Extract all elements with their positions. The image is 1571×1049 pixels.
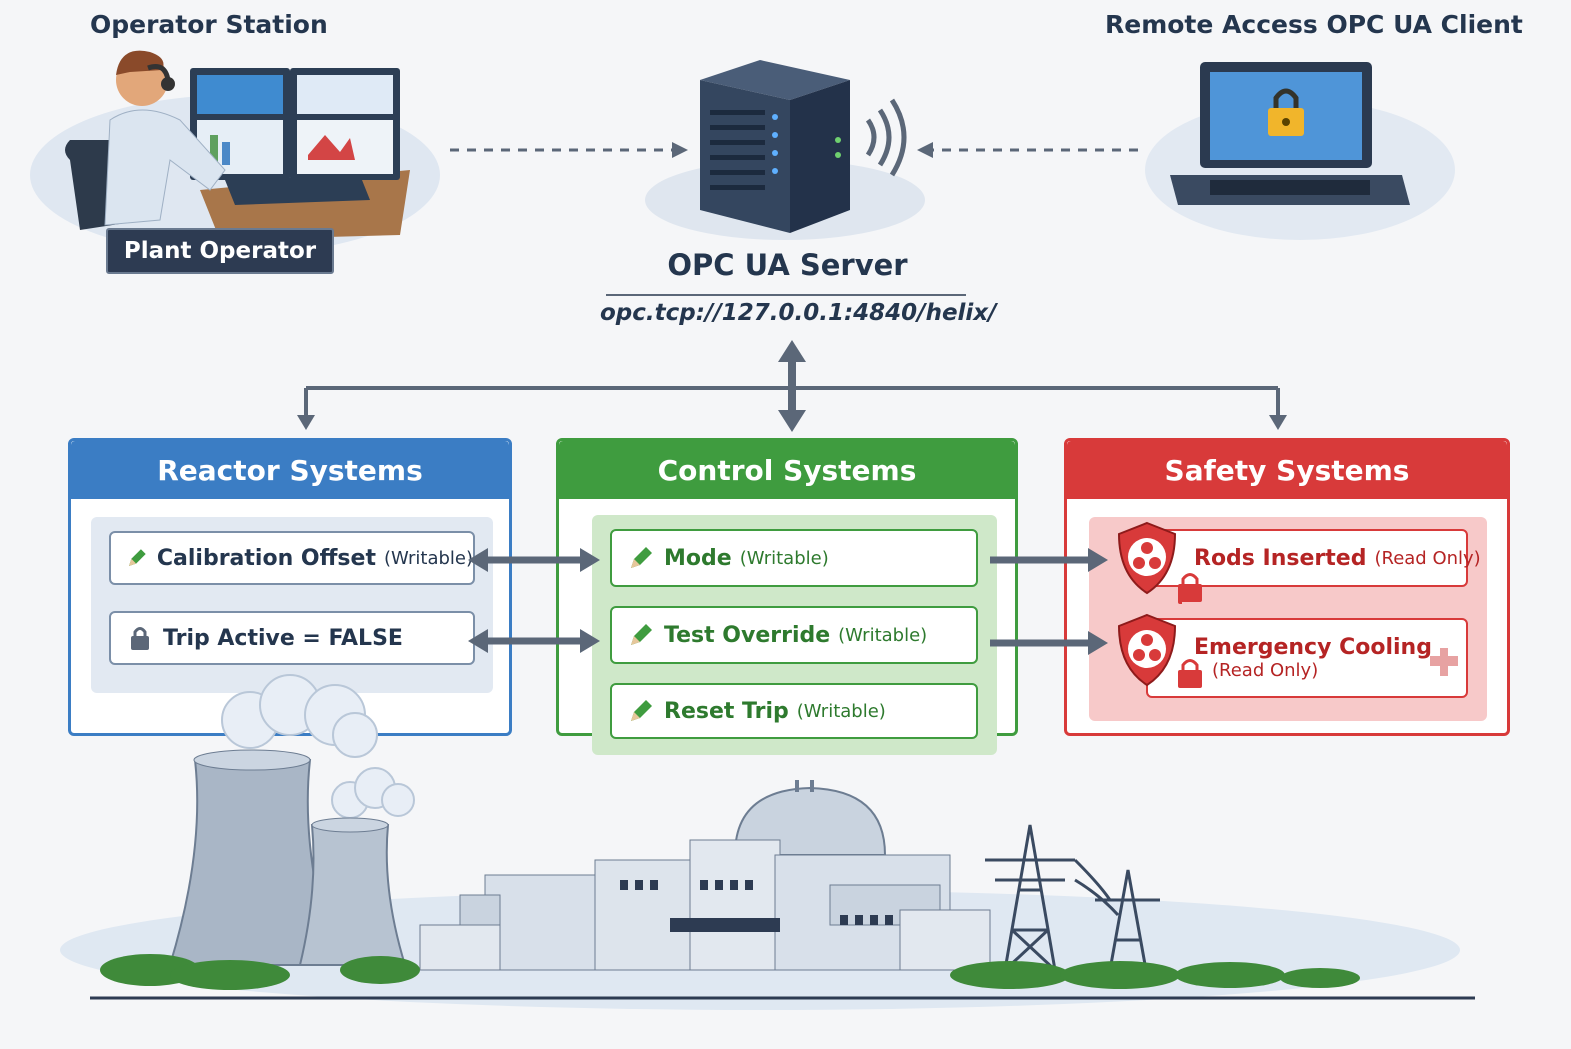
item-label: Mode (664, 545, 732, 571)
test-override-item[interactable]: Test Override (Writable) (610, 606, 978, 664)
lock-icons (1178, 573, 1202, 688)
trip-active-item: Trip Active = FALSE (109, 611, 475, 665)
item-label: Trip Active = FALSE (163, 625, 403, 651)
plant-operator-badge: Plant Operator (106, 228, 334, 274)
reset-trip-item[interactable]: Reset Trip (Writable) (610, 683, 978, 739)
control-systems-title: Control Systems (559, 441, 1015, 499)
server-endpoint: opc.tcp://127.0.0.1:4840/helix/ (600, 300, 997, 326)
server-title: OPC UA Server (667, 248, 908, 282)
shield-icons (1117, 521, 1182, 687)
item-note: (Read Only) (1212, 660, 1319, 681)
item-note: (Writable) (838, 624, 928, 646)
rods-inserted-item: Rods Inserted (Read Only) (1146, 529, 1481, 587)
reactor-systems-panel: Reactor Systems Calibration Offset (Writ… (68, 438, 512, 736)
puzzle-icon (1430, 648, 1458, 676)
shield-icon (1117, 521, 1177, 595)
pencil-icon (631, 700, 652, 721)
shield-icon (1117, 613, 1177, 687)
calibration-offset-item[interactable]: Calibration Offset (Writable) (109, 531, 475, 585)
remote-client-title: Remote Access OPC UA Client (1105, 10, 1523, 39)
item-note: (Writable) (739, 547, 829, 569)
reactor-systems-title: Reactor Systems (71, 441, 509, 499)
item-note: (Read Only) (1374, 547, 1481, 569)
server-icon (700, 60, 907, 233)
item-label: Test Override (664, 622, 831, 648)
item-label: Calibration Offset (156, 545, 376, 571)
server-divider (606, 294, 966, 296)
pencil-icon (128, 549, 146, 566)
item-note: (Writable) (383, 547, 473, 569)
lock-icon (131, 627, 149, 650)
mode-item[interactable]: Mode (Writable) (610, 529, 978, 587)
operator-station-title: Operator Station (90, 10, 328, 39)
laptop-icon (1170, 62, 1410, 205)
pencil-icon (631, 547, 652, 568)
item-note: (Writable) (796, 700, 886, 722)
item-label: Emergency Cooling (1194, 635, 1432, 660)
operator-illustration (65, 50, 410, 240)
item-label: Rods Inserted (1194, 545, 1367, 571)
item-label: Reset Trip (664, 698, 789, 724)
power-plant-illustration (60, 674, 1475, 1010)
safety-systems-title: Safety Systems (1067, 441, 1507, 499)
pencil-icon (631, 624, 652, 645)
